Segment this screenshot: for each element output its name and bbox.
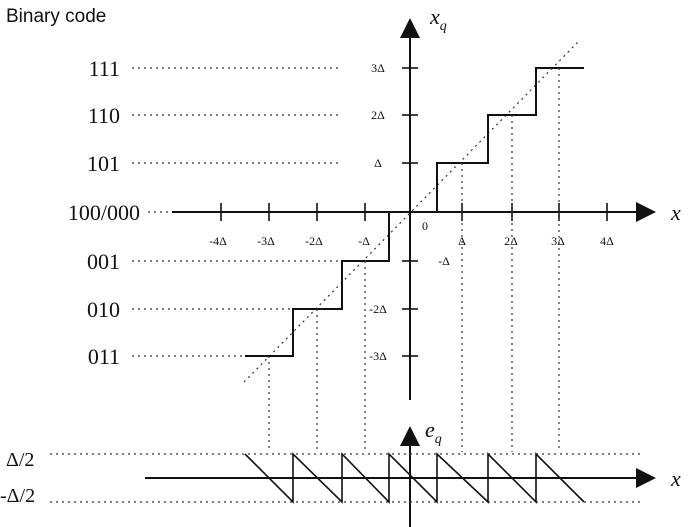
- x-label-3: 3Δ: [551, 234, 565, 248]
- error-label-upper: Δ/2: [6, 449, 34, 471]
- x-label-neg2: -2Δ: [305, 234, 323, 248]
- error-sawtooth: [244, 452, 585, 504]
- y-label-neg3: -3Δ: [369, 349, 387, 363]
- y-label-neg1: -Δ: [438, 254, 450, 268]
- y-axis-ticks: [402, 67, 418, 357]
- code-guide-lines: [132, 67, 345, 357]
- x-axis-label: x: [670, 200, 681, 225]
- code-101: 101: [87, 151, 120, 176]
- code-011: 011: [88, 344, 120, 369]
- projection-lines: [268, 68, 560, 452]
- xq-axis-label: xq: [429, 4, 447, 34]
- y-label-1: Δ: [374, 156, 382, 170]
- x-label-neg1: -Δ: [358, 234, 370, 248]
- y-label-3: 3Δ: [371, 61, 385, 75]
- x-label-4: 4Δ: [600, 234, 614, 248]
- code-100-000: 100/000: [68, 200, 140, 225]
- code-111: 111: [89, 56, 120, 81]
- code-110: 110: [88, 103, 120, 128]
- y-label-neg2: -2Δ: [369, 302, 387, 316]
- eq-axis-label: eq: [425, 417, 442, 447]
- y-tick-labels: 3Δ 2Δ Δ -Δ -2Δ -3Δ: [369, 61, 450, 363]
- x-tick-labels: -4Δ -3Δ -2Δ -Δ 0 Δ 2Δ 3Δ 4Δ: [209, 219, 614, 248]
- x-label-0: 0: [422, 219, 428, 233]
- error-label-lower: -Δ/2: [0, 485, 35, 507]
- x-label-2: 2Δ: [504, 234, 518, 248]
- code-010: 010: [87, 297, 120, 322]
- x-label-neg3: -3Δ: [257, 234, 275, 248]
- quantizer-staircase: [245, 67, 584, 357]
- code-001: 001: [87, 249, 120, 274]
- binary-code-title: Binary code: [6, 6, 106, 27]
- ideal-diagonal-line: [243, 41, 579, 383]
- x-label-neg4: -4Δ: [209, 234, 227, 248]
- x-axis-error-label: x: [670, 466, 681, 491]
- y-label-2: 2Δ: [371, 108, 385, 122]
- binary-code-labels: 111 110 101 100/000 001 010 011: [68, 56, 140, 369]
